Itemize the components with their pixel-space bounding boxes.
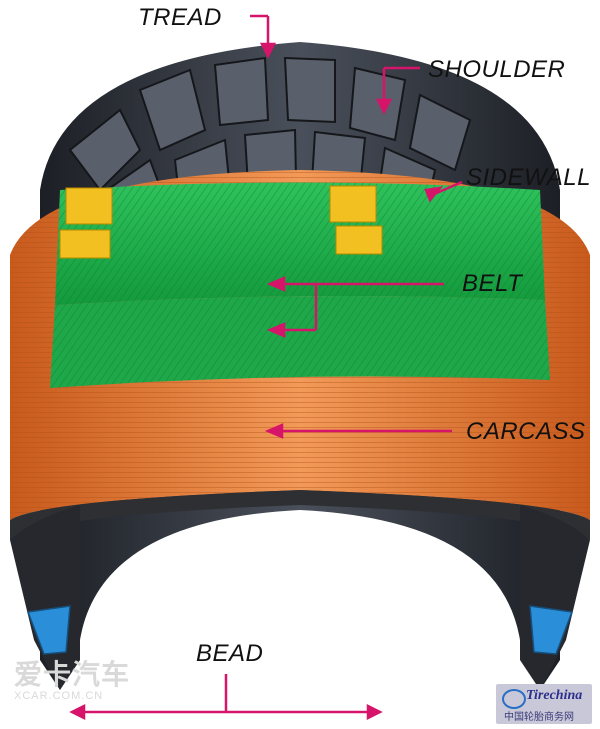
label-belt: BELT (462, 270, 523, 297)
label-tread: TREAD (138, 4, 222, 31)
label-carcass: CARCASS (466, 418, 586, 445)
tirechina-logo-icon (502, 689, 526, 709)
arrows (69, 14, 463, 721)
tirechina-sub: 中国轮胎商务网 (504, 712, 574, 723)
label-bead: BEAD (196, 640, 264, 667)
xcar-watermark-sub: XCAR.COM.CN (14, 690, 104, 702)
label-shoulder: SHOULDER (428, 56, 566, 83)
tirechina-watermark: Tirechina 中国轮胎商务网 (496, 684, 592, 724)
shoulder-fillers (59, 185, 383, 259)
xcar-watermark-main: 爱卡汽车 (14, 659, 131, 690)
label-sidewall: SIDEWALL (466, 164, 591, 191)
xcar-watermark: 爱卡汽车 XCAR.COM.CN (14, 659, 131, 703)
right-bead (529, 605, 574, 655)
tirechina-brand: Tirechina (526, 688, 583, 703)
tread-blocks (68, 56, 472, 230)
left-bead (26, 605, 71, 655)
